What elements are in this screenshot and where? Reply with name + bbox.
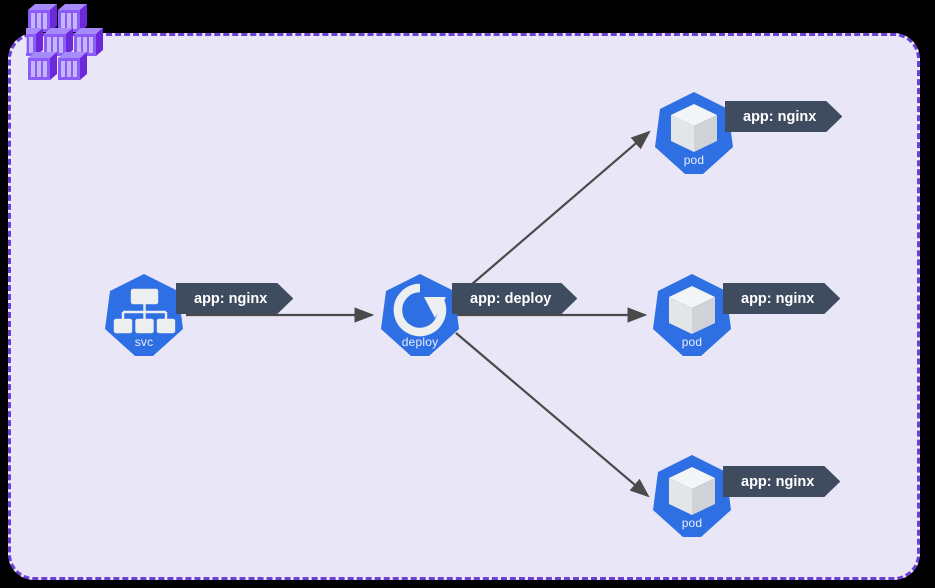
pod-cube-icon [671, 104, 717, 152]
node-pod-3-label: pod [681, 516, 703, 530]
tag-deploy: app: deploy [452, 283, 577, 314]
node-deploy[interactable]: deploy [380, 272, 460, 358]
node-pod-2[interactable]: pod [652, 272, 732, 358]
node-pod-1[interactable]: pod [654, 90, 734, 176]
node-pod-3[interactable]: pod [652, 453, 732, 539]
node-pod-1-label: pod [683, 153, 705, 167]
node-deploy-label: deploy [401, 335, 439, 349]
tag-pod-3: app: nginx [723, 466, 840, 497]
tag-pod-1: app: nginx [725, 101, 842, 132]
service-hierarchy-icon [113, 288, 176, 334]
namespace-cluster-icon [26, 4, 103, 80]
pod-cube-icon [669, 286, 715, 334]
pod-cube-icon [669, 467, 715, 515]
tag-pod-2: app: nginx [723, 283, 840, 314]
node-svc[interactable]: svc [104, 272, 184, 358]
node-svc-label: svc [134, 335, 154, 349]
deployment-refresh-icon [393, 283, 447, 337]
node-pod-2-label: pod [681, 335, 703, 349]
tag-svc: app: nginx [176, 283, 293, 314]
